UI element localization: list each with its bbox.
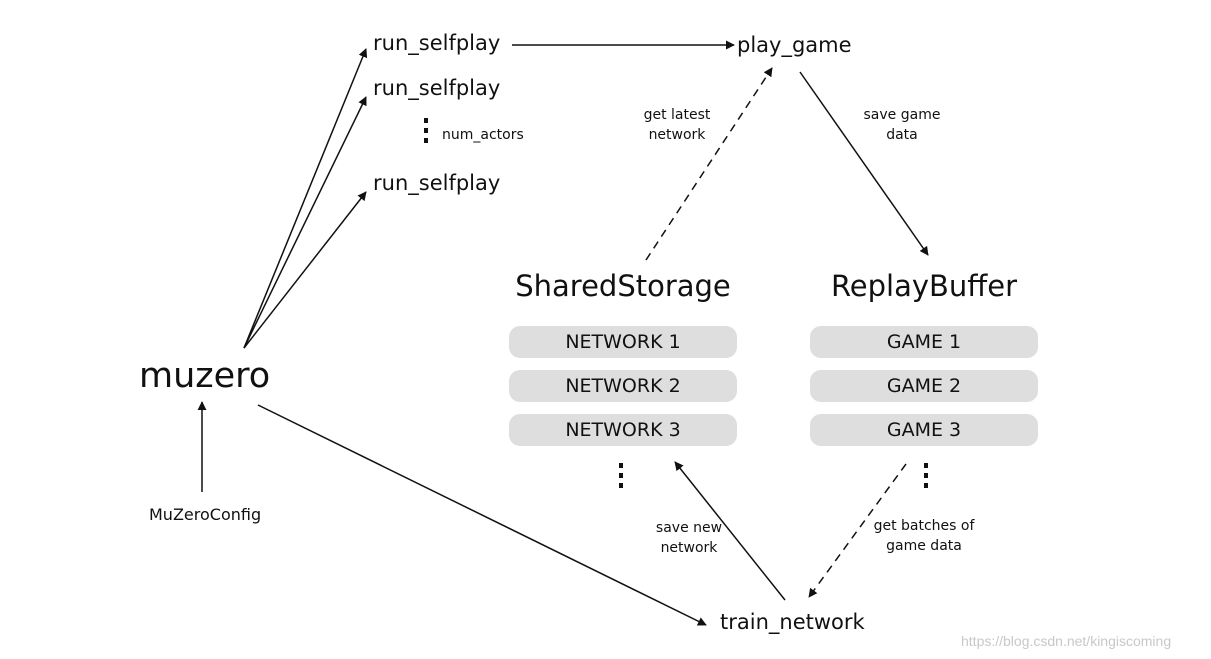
muzero-config-node: MuZeroConfig — [149, 505, 262, 524]
shared-storage-ellipsis — [619, 463, 623, 493]
edge-play-game-to-replay-buffer — [799, 71, 929, 256]
game-3-item: GAME 3 — [810, 414, 1038, 446]
label-get-latest-network: get latest network — [643, 107, 711, 143]
run-selfplay-node-2: run_selfplay — [373, 76, 501, 100]
game-1-item: GAME 1 — [810, 326, 1038, 358]
label-get-batches: get batches of game data — [873, 518, 975, 554]
edge-muzero-to-train-network — [257, 404, 707, 626]
edge-train-network-to-shared-storage — [674, 461, 786, 601]
play-game-node: play_game — [737, 33, 852, 57]
shared-storage-title: SharedStorage — [515, 269, 731, 303]
run-selfplay-node-3: run_selfplay — [373, 171, 501, 195]
watermark-text: https://blog.csdn.net/kingiscoming — [961, 633, 1172, 649]
train-network-node: train_network — [720, 610, 865, 634]
edge-shared-storage-to-play-game — [645, 67, 773, 261]
label-save-new-network: save new network — [655, 520, 723, 556]
run-selfplay-node-1: run_selfplay — [373, 31, 501, 55]
label-save-game-data: save game data — [863, 107, 941, 143]
network-3-item: NETWORK 3 — [509, 414, 737, 446]
network-2-item: NETWORK 2 — [509, 370, 737, 402]
num-actors-ellipsis — [424, 118, 428, 148]
edge-muzero-to-run-selfplay-3 — [243, 191, 367, 349]
num-actors-label: num_actors — [442, 127, 524, 143]
edge-muzero-to-run-selfplay-2 — [243, 96, 367, 349]
replay-buffer-title: ReplayBuffer — [830, 269, 1018, 303]
muzero-node: muzero — [139, 356, 271, 396]
edge-muzero-to-run-selfplay-1 — [243, 48, 368, 349]
replay-buffer-ellipsis — [924, 463, 928, 493]
network-1-item: NETWORK 1 — [509, 326, 737, 358]
game-2-item: GAME 2 — [810, 370, 1038, 402]
